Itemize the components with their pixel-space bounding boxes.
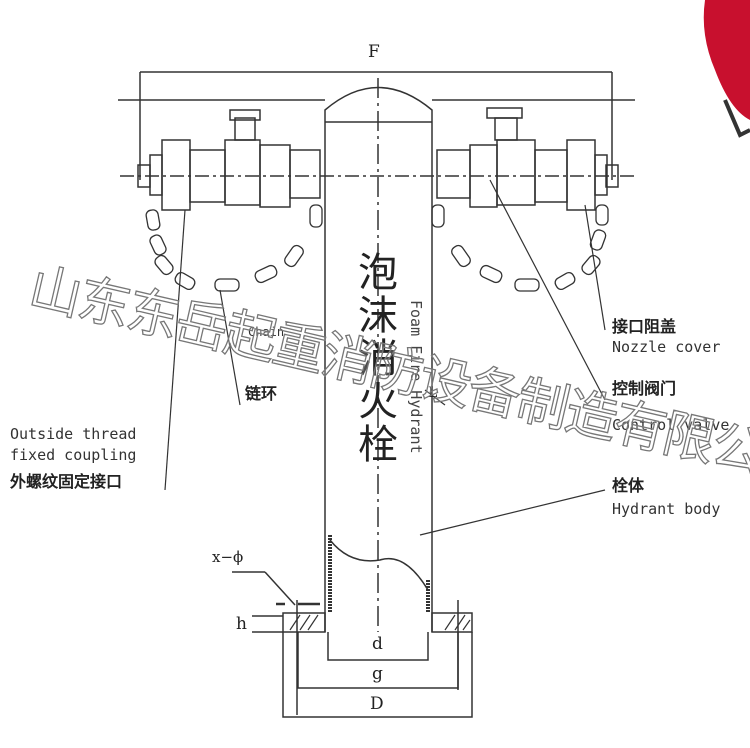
leader-lines [164,179,606,536]
coupling-label-en-1: Outside thread [10,425,137,443]
dimension-h: h [236,614,247,634]
red-product-corner [703,0,750,138]
dimension-x-phi: x−ϕ [212,548,244,566]
title-cn: 泡沫消火栓 [358,250,398,468]
f-dimension-line [118,71,635,180]
left-valve-assembly [137,109,323,292]
hydrant-body-label-cn: 栓体 [612,476,645,495]
control-valve-label-cn: 控制阀门 [612,379,677,398]
chain-label-en: Chain [248,325,285,339]
dimension-g: g [372,664,383,684]
dimension-l: L [428,385,438,401]
nozzle-cover-label-cn: 接口阻盖 [612,317,677,336]
hydrant-body [324,78,433,632]
dimension-d: d [372,634,383,654]
coupling-label-en-2: fixed coupling [10,446,137,464]
dimension-big-d: D [370,694,384,714]
base-flange [232,571,473,718]
nozzle-cover-label-en: Nozzle cover [612,338,721,356]
dimension-f: F [368,42,380,62]
coupling-label-cn: 外螺纹固定接口 [10,472,123,491]
right-valve-assembly [431,107,619,292]
chain-label-cn: 链环 [245,384,278,403]
control-valve-label-en: Control valve [612,416,730,434]
hydrant-body-label-en: Hydrant body [612,500,721,518]
